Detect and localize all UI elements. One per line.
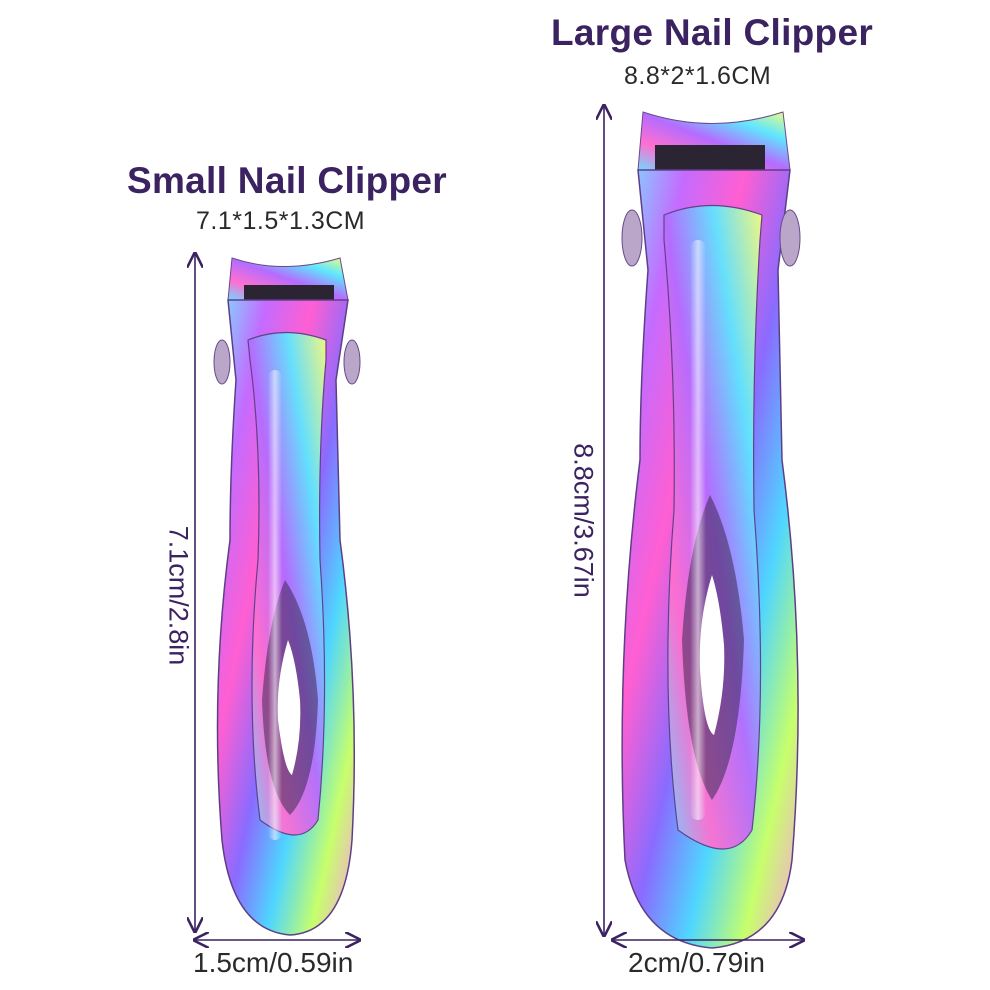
small-clipper-title: Small Nail Clipper — [127, 160, 447, 201]
small-width-label: 1.5cm/0.59in — [193, 947, 354, 978]
large-clipper-dimensions: 8.8*2*1.6CM — [624, 62, 772, 90]
small-clipper-dimensions: 7.1*1.5*1.3CM — [196, 207, 366, 235]
small-clipper-image — [213, 257, 361, 936]
large-length-label: 8.8cm/3.67in — [568, 443, 599, 598]
large-width-label: 2cm/0.79in — [628, 947, 765, 978]
large-clipper-title: Large Nail Clipper — [551, 12, 874, 53]
large-clipper-image — [621, 111, 801, 949]
small-length-label: 7.1cm/2.8in — [163, 525, 194, 666]
